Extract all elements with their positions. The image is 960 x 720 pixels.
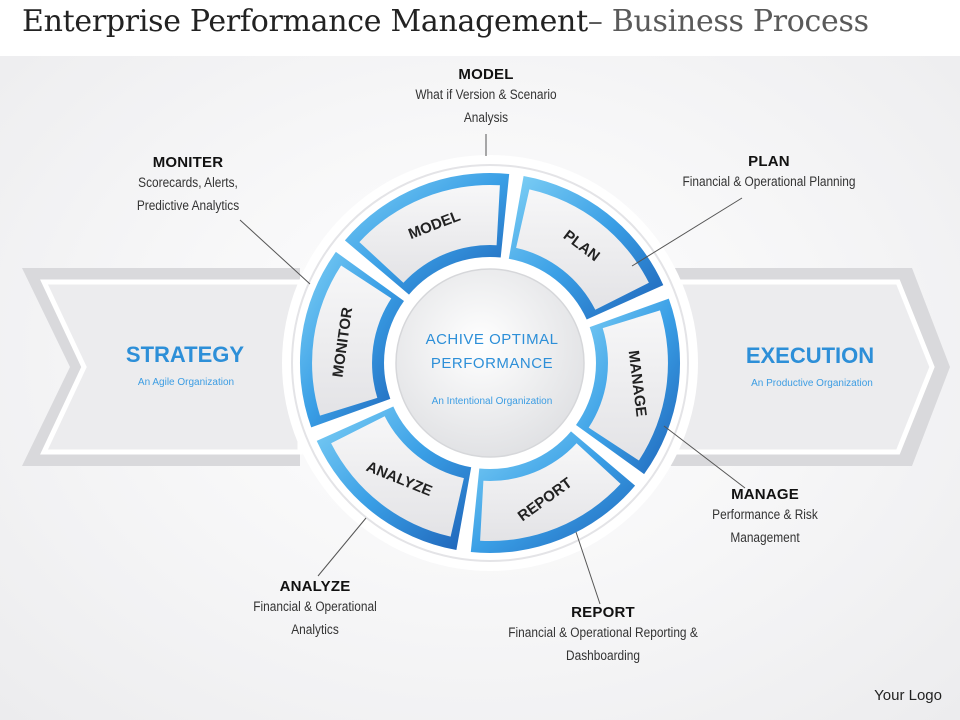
- callout-analyze-line1: Financial & Operational: [253, 599, 377, 614]
- callout-plan: PLAN Financial & Operational Planning: [648, 153, 890, 193]
- callout-plan-line1: Financial & Operational Planning: [682, 174, 856, 189]
- leader-report: [575, 531, 601, 605]
- execution-arrow: [657, 268, 950, 466]
- callout-analyze-line2: Analytics: [291, 622, 339, 637]
- leader-lines: [239, 134, 746, 605]
- segment-monitor: MONITOR: [299, 251, 404, 428]
- callout-moniter-heading: MONITER: [152, 154, 224, 171]
- segment-plan-panel: [516, 189, 649, 310]
- callout-report: REPORT Financial & Operational Reporting…: [472, 604, 734, 667]
- callout-model-heading: MODEL: [458, 66, 514, 83]
- strategy-arrow: [22, 268, 303, 466]
- callout-plan-heading: PLAN: [748, 153, 790, 170]
- center-circle: [395, 268, 585, 458]
- callout-manage-line1: Performance & Risk: [712, 507, 818, 522]
- callout-analyze: ANALYZE Financial & Operational Analytic…: [220, 578, 410, 641]
- segment-report: REPORT: [470, 431, 636, 553]
- callout-analyze-heading: ANALYZE: [279, 578, 351, 595]
- page-title: Enterprise Performance Management– Busin…: [22, 4, 869, 39]
- callout-model-line1: What if Version & Scenario: [415, 87, 557, 102]
- callout-manage-heading: MANAGE: [731, 486, 799, 503]
- segment-manage-panel: [588, 310, 668, 461]
- segment-model-panel: [359, 185, 500, 283]
- execution-subtitle: An Productive Organization: [751, 378, 873, 389]
- segment-monitor-panel: [312, 265, 392, 416]
- callout-moniter-line1: Scorecards, Alerts,: [138, 175, 238, 190]
- title-sub: – Business Process: [587, 4, 869, 39]
- callout-model: MODEL What if Version & Scenario Analysi…: [366, 66, 606, 129]
- execution-title: EXECUTION: [746, 343, 874, 368]
- callout-report-line2: Dashboarding: [566, 648, 640, 663]
- callout-manage: MANAGE Performance & Risk Management: [680, 486, 850, 549]
- center-line2: PERFORMANCE: [431, 355, 553, 372]
- center-line1: ACHIVE OPTIMAL: [426, 331, 559, 348]
- segment-analyze-panel: [331, 416, 464, 537]
- leader-moniter: [239, 219, 311, 285]
- title-main: Enterprise Performance Management: [22, 4, 588, 39]
- callout-report-line1: Financial & Operational Reporting &: [508, 625, 698, 640]
- segment-manage: MANAGE: [576, 298, 681, 475]
- callout-report-heading: REPORT: [571, 604, 635, 621]
- callout-moniter-line2: Predictive Analytics: [136, 198, 240, 213]
- leader-manage: [663, 425, 746, 489]
- callout-manage-line2: Management: [730, 530, 800, 545]
- strategy-title: STRATEGY: [126, 342, 244, 367]
- logo-text: Your Logo: [874, 687, 942, 704]
- leader-analyze: [317, 517, 367, 577]
- strategy-subtitle: An Agile Organization: [138, 377, 234, 388]
- segment-plan: PLAN: [508, 176, 664, 320]
- leader-plan: [631, 197, 743, 267]
- callout-model-line2: Analysis: [463, 110, 509, 125]
- center-subtitle: An Intentional Organization: [432, 396, 553, 407]
- segment-report-panel: [480, 443, 621, 541]
- segment-model: MODEL: [344, 173, 510, 295]
- segment-analyze: ANALYZE: [316, 406, 472, 550]
- callout-moniter: MONITER Scorecards, Alerts, Predictive A…: [98, 154, 278, 217]
